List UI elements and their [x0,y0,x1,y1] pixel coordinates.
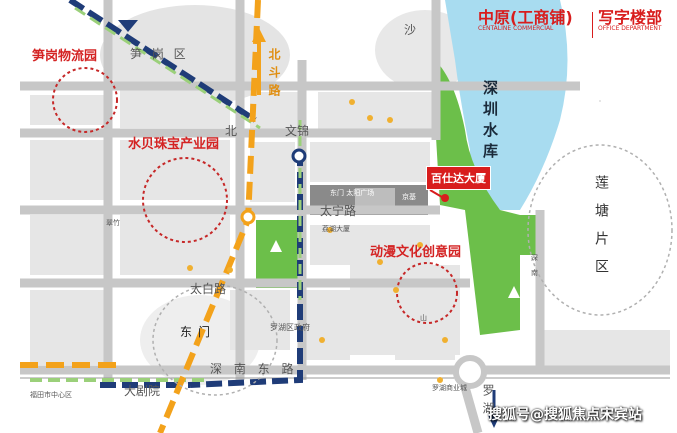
road-label-beidou: 北斗路 [267,48,281,102]
zone-ring-jewelry [142,157,228,243]
green-park-mid [256,220,300,288]
road-label-shen: 深 [531,254,538,262]
poi-luohu-gov: 罗湖区政府 [270,323,310,332]
brand-logo-en: CENTALINE COMMERCIAL [478,25,554,32]
road-label-wenjin: 文锦 [285,124,310,138]
brand-dept: 写字楼部 OFFICE DEPARTMENT [598,10,662,32]
roundabout [453,355,487,389]
lotus-char-3: 片 [593,231,609,259]
road-label-shennan: 深 南 东 路 [210,362,298,376]
water-label: 深圳水库 [481,80,499,164]
area-label-dongmen: 东门 [180,325,217,339]
poi-taiyang: 东门 太阳广场 [330,189,375,197]
brand-logo: 中原(工商铺) CENTALINE COMMERCIAL [478,10,573,32]
zone-label-logistics: 笋岗物流园 [32,49,98,64]
road-label-cuizhu: 翠竹 [106,219,120,227]
lotus-char-1: 莲 [593,175,609,203]
road-label-taining: 太宁路 [320,204,357,218]
zone-label-jewelry: 水贝珠宝产业园 [128,137,220,152]
metro-line-blue-vertical [189,150,303,388]
lotus-char-2: 塘 [593,203,609,231]
metro-line-blue-diagonal-top [68,0,257,123]
poi-marker-icon [187,99,448,383]
arrow-up-icon [252,28,266,95]
road-label-luohu: 罗湖 [481,384,495,420]
zone-ring-logistics [52,67,118,133]
road-label-bei: 北 [225,124,238,138]
target-dot [441,194,449,202]
watermark-text: 搜狐号@搜狐焦点宋宾站 [488,407,642,423]
zone-ring-dongmen [152,284,278,396]
lotus-char-4: 区 [593,259,609,287]
target-label[interactable]: 百仕达大厦 [426,166,491,190]
zone-ring-animation [396,262,458,324]
brand-separator [592,12,593,38]
road-label-taibai: 太白路 [190,282,227,296]
brand-logo-cn: 中原(工商铺) [478,8,573,27]
road-label-nan: 南 [531,269,538,277]
zone-ring-lotus [527,144,673,316]
metro-line-green-diagonal-top [74,6,261,130]
metro-station-wenjin [291,148,307,164]
poi-lihu: 荔湖大厦 [322,225,350,233]
green-east-small [472,215,542,255]
zone-label-lotus: 莲塘片区 [593,175,609,287]
arrow-down-icon [488,390,500,428]
brand-dept-cn: 写字楼部 [598,8,663,27]
shenzhen-reservoir [445,0,568,210]
arrow-upleft-icon [118,20,138,32]
road-label-top-district: 笋 岗 区 [130,47,189,61]
poi-mall: 罗湖商业城 [432,384,467,392]
metro-station-cuizhu [240,209,256,225]
zone-label-animation: 动漫文化创意园 [370,245,462,260]
road-label-civic: 福田市中心区 [30,391,72,399]
brand-dept-en: OFFICE DEPARTMENT [598,25,662,32]
road-label-dajuyuan: 大剧院 [124,384,161,398]
road-label-sha: 沙 [404,23,417,37]
poi-kingkey: 京基 [402,193,416,201]
road-label-shan: 山 [420,314,427,322]
green-belt-east [435,60,520,335]
tree-icon [270,240,520,298]
